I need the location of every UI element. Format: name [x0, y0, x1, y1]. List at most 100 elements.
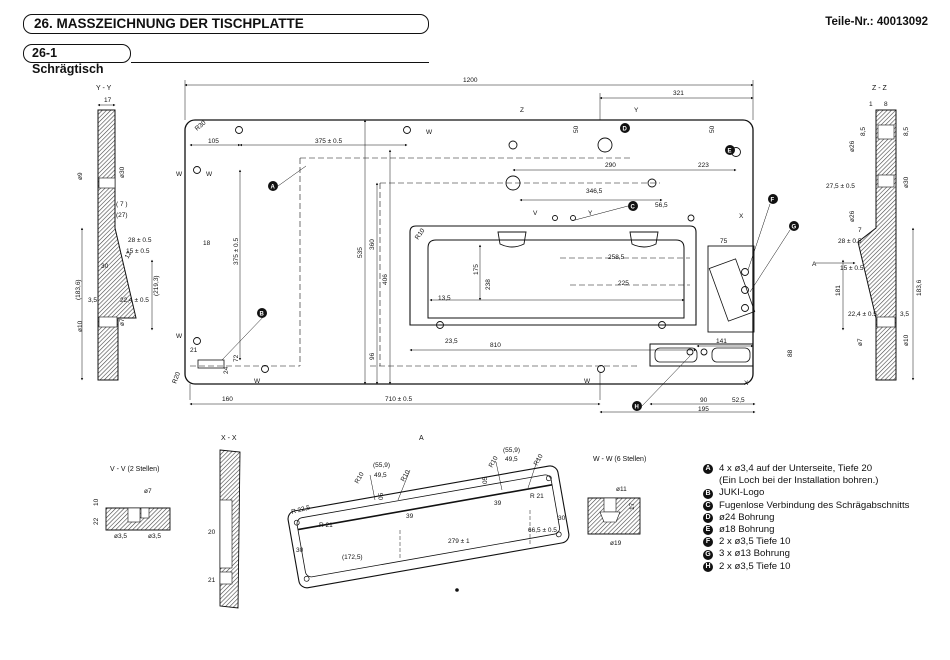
section-w-a: W — [176, 171, 183, 178]
a-dim-55-9a: (55,9) — [373, 462, 390, 469]
dim-321: 321 — [673, 90, 684, 97]
a-dim-279: 279 ± 1 — [448, 538, 470, 545]
dim-23-5: 23,5 — [445, 338, 458, 345]
dim-52-5: 52,5 — [732, 397, 745, 404]
a-r10a: R10 — [354, 471, 366, 485]
section-xx-view: X - X 20 21 — [208, 435, 241, 609]
section-w-f: W — [426, 129, 433, 136]
vv-dim-7: ø7 — [144, 488, 152, 495]
a-r21b: R 21 — [530, 493, 544, 500]
dim-195: 195 — [698, 406, 709, 413]
dim-75: 75 — [720, 238, 728, 245]
section-w-d: W — [254, 378, 261, 385]
a-r10c: R10 — [488, 455, 500, 469]
section-w-b: W — [206, 171, 213, 178]
a-dim-39a: 39 — [406, 513, 414, 520]
zz-dim-1: 1 — [869, 101, 873, 108]
yy-dim-3-5: 3,5 — [88, 297, 97, 304]
legend-text: ø18 Bohrung — [719, 524, 775, 536]
dim-13-5: 13,5 — [438, 295, 451, 302]
a-r10b: R10 — [400, 469, 412, 483]
dim-810: 810 — [490, 342, 501, 349]
yy-dim-30: ø30 — [119, 166, 126, 178]
legend-text: 2 x ø3,5 Tiefe 10 — [719, 560, 791, 572]
vv-dim-3-5b: ø3,5 — [148, 533, 161, 540]
zz-dim-22-4: 22,4 ± 0.5 — [848, 311, 877, 318]
a-r21a: R 21 — [319, 522, 333, 529]
a-dim-39b: 39 — [494, 500, 502, 507]
yy-dim-15: 15 ± 0.5 — [126, 248, 150, 255]
radius-r30: R30 — [194, 119, 208, 132]
dim-21: 21 — [190, 347, 198, 354]
dim-96: 96 — [369, 352, 376, 360]
legend-text: 2 x ø3,5 Tiefe 10 — [719, 536, 791, 548]
legend-item: (Ein Loch bei der Installation bohren.) — [703, 475, 909, 487]
xx-dim-21: 21 — [208, 577, 216, 584]
part-number: Teile-Nr.: 40013092 — [825, 16, 928, 28]
machine-opening-inner — [427, 239, 685, 319]
dim-175: 175 — [473, 264, 480, 275]
yy-dim-17: 17 — [104, 97, 112, 104]
zz-dim-10: ø10 — [903, 334, 910, 346]
yy-dim-22-4: 22,4 ± 0.5 — [120, 297, 149, 304]
section-y-top: Y — [634, 107, 639, 114]
legend-text: JUKI-Logo — [719, 487, 765, 499]
yy-dim-27: (27) — [116, 212, 128, 219]
radius-r20: R20 — [171, 371, 182, 385]
dim-710: 710 ± 0.5 — [385, 396, 412, 403]
section-y-mid: Y — [588, 210, 593, 217]
legend-marker: A — [703, 464, 713, 475]
dim-141: 141 — [716, 338, 727, 345]
legend-marker: B — [703, 488, 713, 499]
ww-dim-17: 17 — [629, 502, 636, 510]
a-dim-172-5: (172,5) — [342, 554, 363, 561]
zz-dim-7: 7 — [858, 227, 862, 234]
main-top-view: 1200 321 105 375 ± 0.5 290 223 50 50 346… — [171, 77, 799, 414]
dim-375-vert: 375 ± 0.5 — [233, 238, 240, 265]
zz-dim-3-5: 3,5 — [900, 311, 909, 318]
zz-dim-28: 28 ± 0.5 — [838, 238, 862, 245]
yy-dim-10: ø10 — [77, 320, 84, 332]
zz-dim-26b: ø26 — [849, 210, 856, 222]
dim-375: 375 ± 0.5 — [315, 138, 342, 145]
dim-50a: 50 — [573, 125, 580, 133]
markers: A B C D E F G H — [257, 123, 799, 411]
detail-a-view: A (55,9) 49,5 (55,9) 49,5 R10 R10 R10 R1… — [287, 435, 570, 592]
section-x-bottom: X — [744, 380, 749, 387]
section-ww-view: W - W (6 Stellen) ø11 17 ø19 — [587, 456, 646, 547]
dim-360: 360 — [369, 239, 376, 250]
legend-text: Fugenlose Verbindung des Schrägabschnitt… — [719, 499, 910, 511]
a-r10d: R10 — [533, 453, 545, 467]
marker-f: F — [771, 198, 775, 204]
legend-text: (Ein Loch bei der Installation bohren.) — [719, 475, 879, 487]
zz-dim-183-6: 183,6 — [916, 279, 923, 296]
dim-24: 24 — [223, 366, 230, 374]
dim-105: 105 — [208, 138, 219, 145]
zz-dim-181: 181 — [835, 285, 842, 296]
dim-72: 72 — [233, 354, 240, 362]
section-title: 26-1 Schrägtisch — [23, 44, 131, 76]
a-dim-55-9b: (55,9) — [503, 447, 520, 454]
xx-dim-20: 20 — [208, 529, 216, 536]
dim-50b: 50 — [709, 125, 716, 133]
marker-g: G — [792, 225, 797, 231]
yy-dim-183-6: (183,6) — [75, 279, 82, 300]
zz-dim-15: 15 ± 0.5 — [840, 265, 864, 272]
zz-dim-27-5: 27,5 ± 0.5 — [826, 183, 855, 190]
marker-d: D — [623, 127, 628, 133]
section-v-a: V — [533, 210, 538, 217]
xx-title: X - X — [221, 435, 237, 442]
a-title: A — [419, 435, 424, 442]
zz-dim-8-5a: 8,5 — [860, 127, 867, 136]
yy-dim-219-3: (219,3) — [153, 275, 160, 296]
a-dim-49-5a: 49,5 — [374, 472, 387, 479]
yy-dim-7: ( 7 ) — [116, 201, 128, 208]
legend-item: B JUKI-Logo — [703, 487, 909, 499]
